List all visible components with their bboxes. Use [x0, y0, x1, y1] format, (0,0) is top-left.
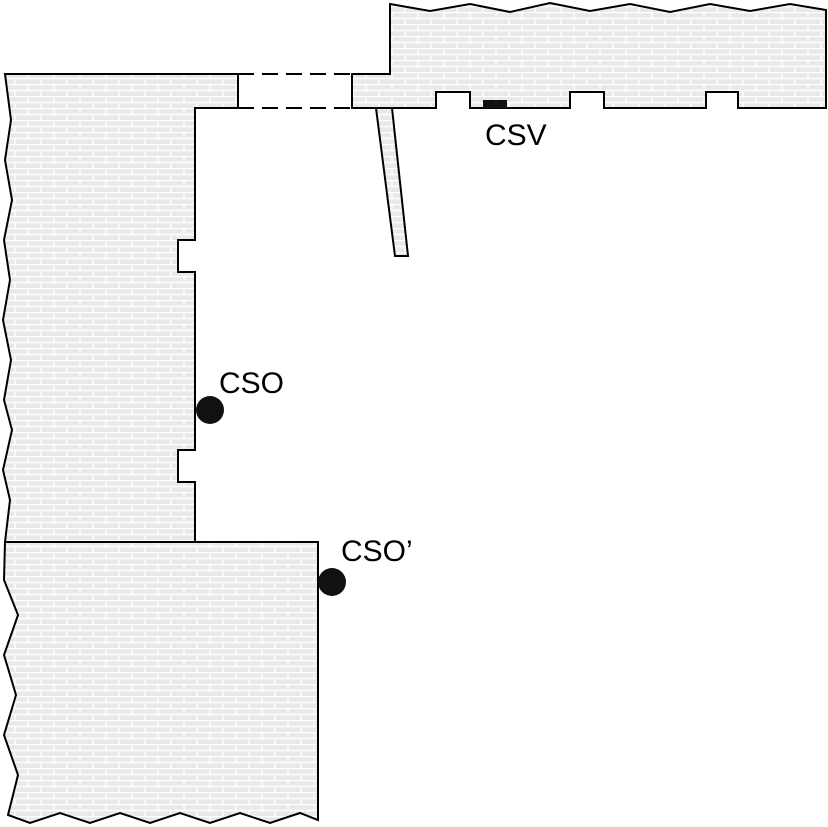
lower-left-block — [2, 541, 319, 825]
top-wall — [351, 1, 827, 109]
cso-prime-sensor — [318, 568, 346, 596]
door-leaf — [374, 107, 410, 257]
csv-sensor — [483, 100, 507, 108]
left-wall — [1, 73, 239, 543]
csv-label: CSV — [485, 119, 547, 152]
cso-prime-label: CSO’ — [341, 535, 413, 568]
cso-label: CSO — [219, 367, 284, 400]
cso-sensor — [196, 396, 224, 424]
